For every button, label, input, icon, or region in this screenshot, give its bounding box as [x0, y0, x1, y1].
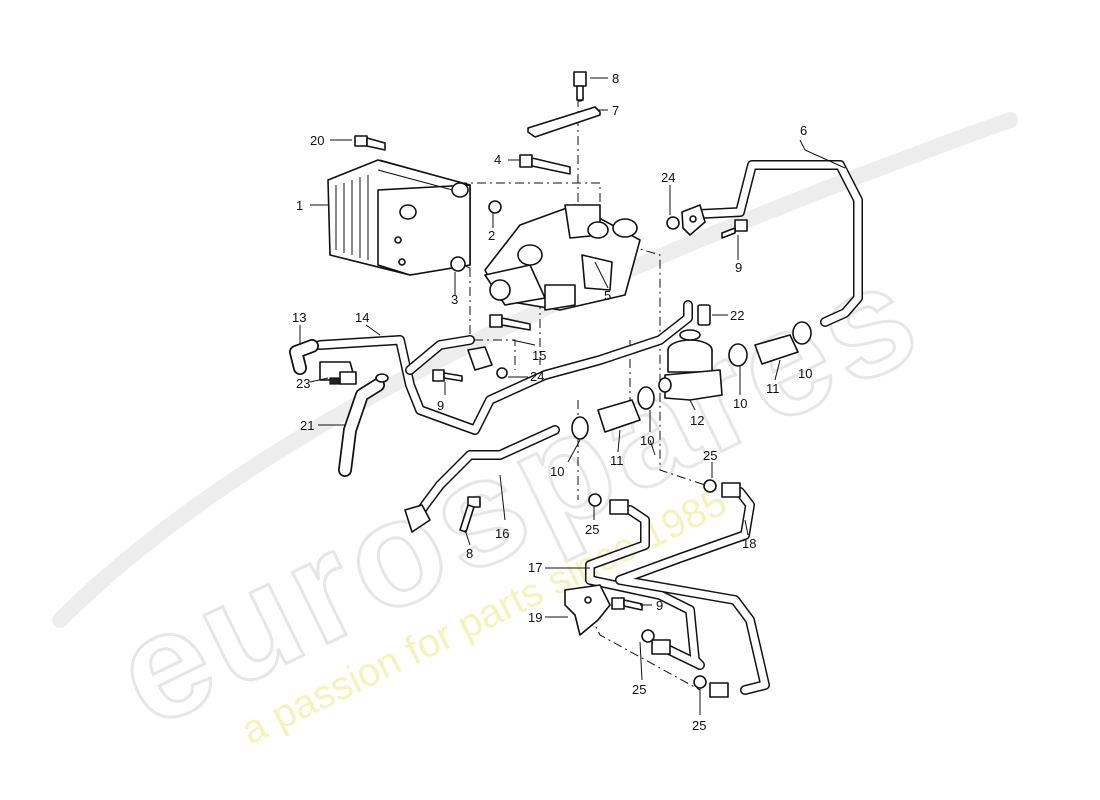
callout-15[interactable]: 15 [532, 348, 546, 363]
callout-11-mid[interactable]: 11 [610, 453, 624, 468]
washer-25-c [641, 629, 655, 643]
washer-25-a [588, 493, 602, 507]
valve-23 [319, 361, 357, 385]
callout-19[interactable]: 19 [528, 610, 542, 625]
bolt-4 [519, 154, 571, 175]
callout-9-lower[interactable]: 9 [656, 598, 663, 613]
callout-24-lower[interactable]: 24 [530, 369, 544, 384]
callout-21[interactable]: 21 [300, 418, 314, 433]
callout-17[interactable]: 17 [528, 560, 542, 575]
callout-25-d[interactable]: 25 [692, 718, 706, 733]
fitting-18-bottom [709, 682, 729, 698]
clamp-10-mid-a [571, 416, 589, 440]
fitting-17-top [609, 499, 629, 515]
sleeve-11-mid [597, 399, 641, 433]
callout-4[interactable]: 4 [494, 152, 501, 167]
callout-7[interactable]: 7 [612, 103, 619, 118]
filter-housing [484, 204, 641, 311]
pipe-6-flange [681, 204, 706, 236]
watermark-swoosh [52, 112, 1018, 628]
thermostat-12 [658, 329, 723, 401]
callout-9-top[interactable]: 9 [735, 260, 742, 275]
hose-21 [338, 378, 385, 477]
fitting-18-top [721, 482, 741, 498]
callout-24-top[interactable]: 24 [661, 170, 675, 185]
bolt-20 [354, 135, 386, 151]
clamp-10-right-a [728, 343, 748, 367]
callout-12[interactable]: 12 [690, 413, 704, 428]
fitting-17-bottom [651, 639, 671, 655]
callout-10-mid-a[interactable]: 10 [550, 464, 564, 479]
callout-25-a[interactable]: 25 [703, 448, 717, 463]
callout-8-lower[interactable]: 8 [466, 546, 473, 561]
callout-3[interactable]: 3 [451, 292, 458, 307]
callouts: 8 7 20 4 6 1 2 24 9 3 5 22 13 14 15 23 2… [292, 71, 812, 733]
hose-14-end [375, 373, 389, 383]
leader-lines [299, 77, 846, 715]
clamp-10-right-b [792, 321, 812, 345]
bolt-9-upper [721, 219, 748, 239]
callout-14[interactable]: 14 [355, 310, 369, 325]
bracket-19 [564, 584, 611, 636]
washer-24-top [666, 216, 680, 230]
washer-25-d [693, 675, 707, 689]
hose-13 [289, 339, 319, 375]
sleeve-11-right [754, 334, 799, 365]
washer-2 [488, 200, 502, 214]
callout-20[interactable]: 20 [310, 133, 324, 148]
washer-3 [450, 256, 466, 272]
bolt-9-middle [432, 369, 463, 382]
banjo-fitting [404, 504, 431, 533]
callout-23[interactable]: 23 [296, 376, 310, 391]
callout-11-right[interactable]: 11 [766, 381, 780, 396]
sleeve-22 [697, 304, 711, 326]
bolt-15 [489, 314, 531, 331]
bracket-7 [527, 94, 601, 138]
callout-16[interactable]: 16 [495, 526, 509, 541]
callout-10-mid-b[interactable]: 10 [640, 433, 654, 448]
callout-10-right-a[interactable]: 10 [733, 396, 747, 411]
bolt-9-lower [611, 597, 643, 611]
washer-25-b [703, 479, 717, 493]
callout-5[interactable]: 5 [604, 288, 611, 303]
callout-1[interactable]: 1 [296, 198, 303, 213]
callout-2[interactable]: 2 [488, 228, 495, 243]
callout-9-middle[interactable]: 9 [437, 398, 444, 413]
callout-8-top[interactable]: 8 [612, 71, 619, 86]
clamp-10-mid-b [637, 386, 655, 410]
callout-10-right-b[interactable]: 10 [798, 366, 812, 381]
callout-25-c[interactable]: 25 [632, 682, 646, 697]
flange-24-lower [467, 346, 508, 379]
callout-18[interactable]: 18 [742, 536, 756, 551]
oil-cooler [327, 159, 471, 276]
callout-13[interactable]: 13 [292, 310, 306, 325]
pipes [315, 160, 863, 695]
callout-22[interactable]: 22 [730, 308, 744, 323]
callout-25-b[interactable]: 25 [585, 522, 599, 537]
callout-6[interactable]: 6 [800, 123, 807, 138]
bolt-8-top [573, 71, 587, 101]
